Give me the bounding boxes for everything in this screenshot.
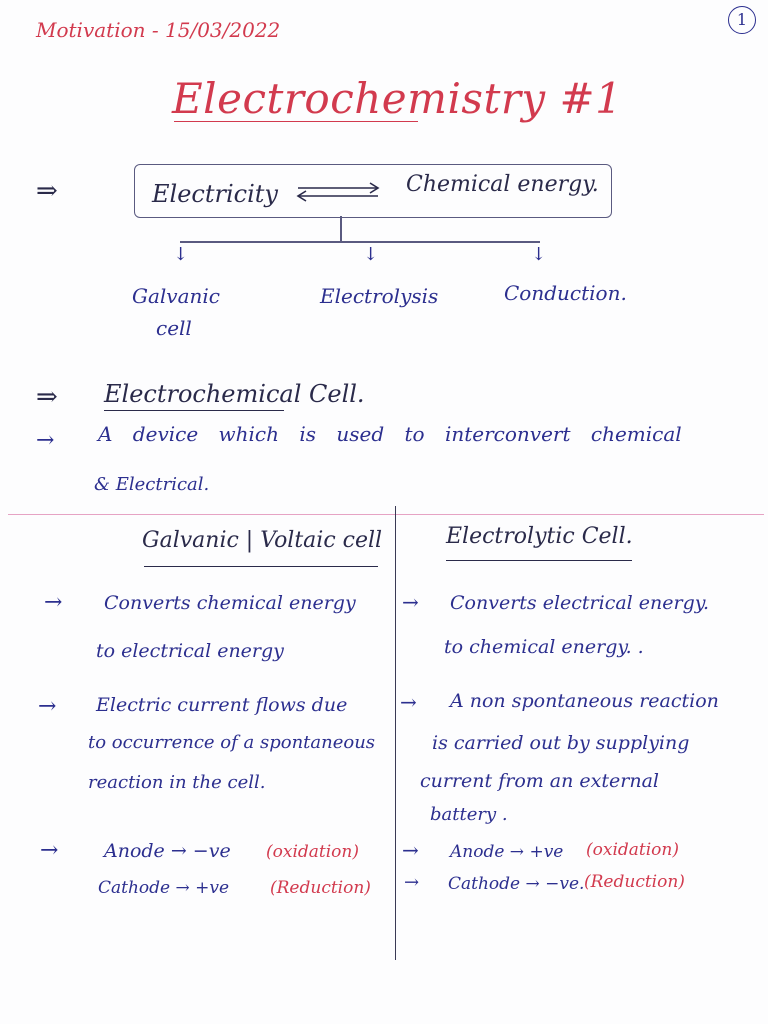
electrolytic-point-2-line-2: is carried out by supplying — [432, 732, 690, 754]
electrolytic-point-2-line-3: current from an external — [420, 770, 659, 792]
galvanic-point-1-line-1: Converts chemical energy — [104, 592, 356, 614]
electrolytic-column-heading: Electrolytic Cell. — [446, 524, 633, 549]
page-title: Electrochemistry #1 — [172, 74, 623, 123]
galvanic-column-heading: Galvanic | Voltaic cell — [142, 528, 383, 553]
concept-box — [134, 164, 612, 218]
arrow-icon: → — [404, 872, 420, 893]
arrow-icon: → — [38, 694, 57, 719]
electrolytic-cathode-note: (Reduction) — [584, 872, 685, 892]
double-arrow-icon: ⇒ — [36, 176, 58, 206]
definition-line-1: A device which is used to interconvert c… — [98, 422, 682, 446]
arrow-icon: → — [36, 428, 55, 453]
branch-electrolysis: Electrolysis — [320, 284, 439, 308]
section-heading: Electrochemical Cell. — [104, 380, 365, 408]
galvanic-cathode-note: (Reduction) — [270, 878, 371, 898]
vertical-divider — [395, 506, 396, 960]
galvanic-point-2-line-2: to occurrence of a spontaneous — [88, 732, 376, 753]
heading-underline — [446, 560, 632, 561]
definition-line-2: & Electrical. — [94, 474, 210, 495]
galvanic-point-1-line-2: to electrical energy — [96, 640, 284, 662]
down-arrow-icon: ↓ — [531, 244, 547, 265]
galvanic-point-2-line-1: Electric current flows due — [96, 694, 348, 716]
electrolytic-cathode: Cathode → −ve. — [448, 874, 585, 894]
electrolytic-point-1-line-1: Converts electrical energy. — [450, 592, 710, 614]
branch-bar — [180, 241, 540, 243]
arrow-icon: → — [402, 590, 419, 614]
galvanic-anode: Anode → −ve — [104, 840, 231, 862]
arrow-icon: → — [402, 838, 419, 862]
galvanic-cathode: Cathode → +ve — [98, 878, 230, 898]
title-underline — [174, 121, 418, 122]
galvanic-anode-note: (oxidation) — [266, 842, 359, 862]
double-arrow-icon: ⇒ — [36, 382, 58, 412]
arrow-icon: → — [44, 590, 63, 615]
arrow-icon: → — [40, 838, 59, 863]
branch-stem — [340, 216, 342, 242]
page-number: 1 — [728, 6, 756, 34]
horizontal-divider — [8, 514, 764, 515]
electrolytic-point-1-line-2: to chemical energy. . — [444, 636, 644, 658]
chemical-energy-label: Chemical energy. — [406, 172, 599, 197]
electrolytic-anode-note: (oxidation) — [586, 840, 679, 860]
branch-galvanic-cell: cell — [156, 316, 192, 340]
electrolytic-point-2-line-4: battery . — [430, 804, 508, 825]
branch-galvanic: Galvanic — [132, 284, 220, 308]
electricity-label: Electricity — [152, 180, 278, 208]
date-header: Motivation - 15/03/2022 — [36, 18, 281, 42]
equilibrium-arrow-icon — [294, 180, 382, 209]
heading-underline — [144, 566, 378, 567]
heading-underline — [104, 410, 284, 411]
branch-conduction: Conduction. — [504, 281, 627, 305]
electrolytic-point-2-line-1: A non spontaneous reaction — [450, 690, 719, 712]
down-arrow-icon: ↓ — [363, 244, 379, 265]
down-arrow-icon: ↓ — [173, 244, 189, 265]
arrow-icon: → — [400, 690, 417, 714]
galvanic-point-2-line-3: reaction in the cell. — [88, 772, 266, 793]
electrolytic-anode: Anode → +ve — [450, 842, 564, 862]
